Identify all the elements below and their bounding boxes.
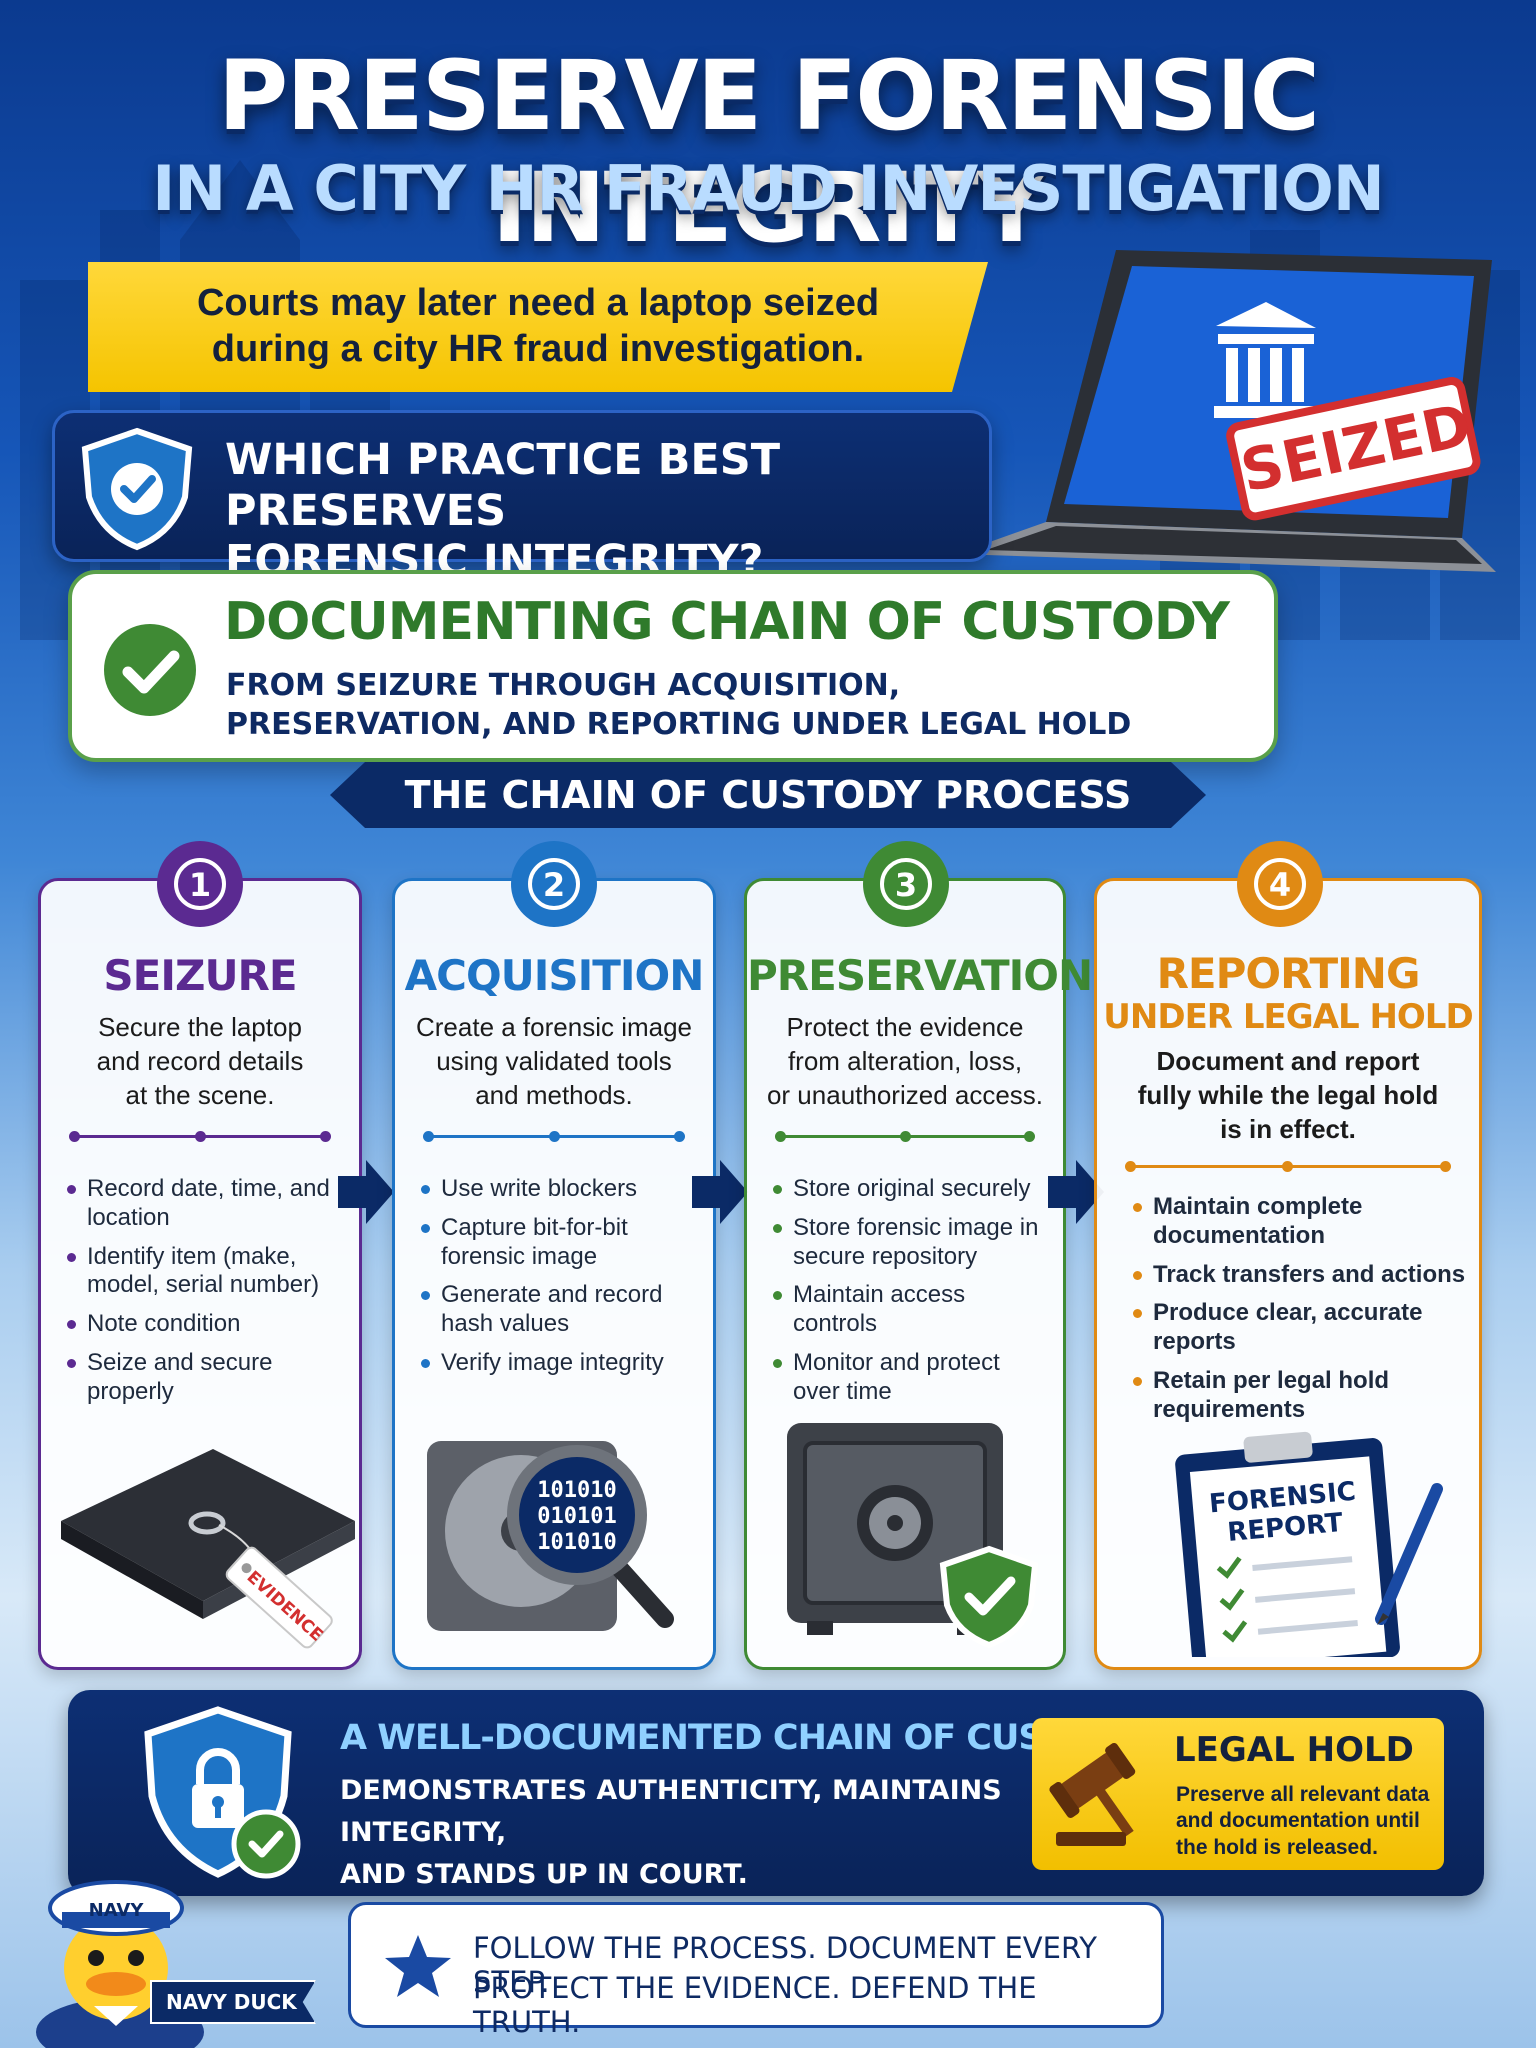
step-number-badge: 4 bbox=[1237, 841, 1323, 927]
footer-callout: FOLLOW THE PROCESS. DOCUMENT EVERY STEP.… bbox=[348, 1902, 1164, 2039]
step-divider bbox=[775, 1131, 1035, 1142]
list-item: Retain per legal hold requirements bbox=[1133, 1367, 1469, 1425]
step-desc-line: is in effect. bbox=[1220, 1113, 1356, 1144]
step-bullet-list: Maintain complete documentation Track tr… bbox=[1133, 1193, 1469, 1435]
step-bullet-list: Store original securely Store forensic i… bbox=[773, 1175, 1053, 1417]
question-line-1: WHICH PRACTICE BEST PRESERVES bbox=[225, 435, 781, 536]
step-number: 1 bbox=[189, 866, 211, 904]
list-item: Track transfers and actions bbox=[1133, 1261, 1469, 1290]
step-bullet-list: Use write blockers Capture bit-for-bit f… bbox=[421, 1175, 703, 1388]
step-title: SEIZURE bbox=[103, 951, 297, 1000]
page-subtitle: IN A CITY HR FRAUD INVESTIGATION bbox=[152, 152, 1385, 225]
footer-line-1: FOLLOW THE PROCESS. DOCUMENT EVERY STEP. bbox=[473, 1931, 1097, 1999]
step-divider bbox=[69, 1131, 331, 1142]
summary-text: DEMONSTRATES AUTHENTICITY, MAINTAINS INT… bbox=[340, 1770, 1080, 1896]
hard-drive-magnifier-icon: 101010 010101 101010 bbox=[427, 1441, 674, 1631]
list-item: Use write blockers bbox=[421, 1175, 703, 1204]
step-card-preservation: PRESERVATION Protect the evidence from a… bbox=[744, 878, 1093, 1670]
legal-hold-box: LEGAL HOLD Preserve all relevant data an… bbox=[1032, 1718, 1444, 1870]
step-description: Document and report fully while the lega… bbox=[1111, 1045, 1465, 1146]
list-item: Produce clear, accurate reports bbox=[1133, 1299, 1469, 1357]
step-description: Create a forensic image using validated … bbox=[409, 1011, 699, 1112]
step-desc-line: Secure the laptop bbox=[98, 1012, 302, 1042]
list-item: Capture bit-for-bit forensic image bbox=[421, 1214, 703, 1272]
mascot-hat-label: NAVY bbox=[89, 1900, 145, 1921]
step-desc-line: Create a forensic image bbox=[415, 1012, 693, 1042]
list-item: Monitor and protect over time bbox=[773, 1349, 1053, 1407]
step-card-seizure: SEIZURE Secure the laptop and record det… bbox=[38, 878, 362, 1670]
step-desc-line: at the scene. bbox=[125, 1079, 275, 1110]
gavel-icon bbox=[1049, 1742, 1136, 1846]
summary-panel: A WELL-DOCUMENTED CHAIN OF CUSTODY DEMON… bbox=[68, 1690, 1484, 1896]
list-item: Verify image integrity bbox=[421, 1349, 703, 1378]
list-item: Maintain complete documentation bbox=[1133, 1193, 1469, 1251]
step-number: 3 bbox=[895, 866, 917, 904]
green-check-icon bbox=[104, 624, 196, 716]
summary-line-1: DEMONSTRATES AUTHENTICITY, MAINTAINS INT… bbox=[340, 1775, 1002, 1848]
step-desc-line: from alteration, loss, bbox=[787, 1045, 1023, 1076]
page-title: PRESERVE FORENSIC INTEGRITY bbox=[217, 40, 1320, 264]
binary-line: 101010 bbox=[537, 1478, 616, 1503]
answer-line-1: FROM SEIZURE THROUGH ACQUISITION, bbox=[226, 668, 901, 703]
arrow-right-icon bbox=[692, 1160, 748, 1224]
question-panel: WHICH PRACTICE BEST PRESERVES FORENSIC I… bbox=[52, 410, 992, 586]
arrow-right-icon bbox=[338, 1160, 394, 1224]
step-number-badge: 1 bbox=[157, 841, 243, 927]
step-title: ACQUISITION bbox=[404, 951, 705, 1000]
list-item: Store forensic image in secure repositor… bbox=[773, 1214, 1053, 1272]
step-desc-line: Document and report bbox=[1156, 1046, 1420, 1076]
step-desc-line: using validated tools bbox=[436, 1045, 672, 1076]
step-desc-line: and record details bbox=[96, 1045, 304, 1076]
step-number: 4 bbox=[1269, 866, 1291, 904]
step-desc-line: Protect the evidence bbox=[786, 1012, 1024, 1042]
summary-line-2: AND STANDS UP IN COURT. bbox=[340, 1858, 748, 1890]
process-heading-ribbon: THE CHAIN OF CUSTODY PROCESS bbox=[330, 762, 1206, 828]
summary-title: A WELL-DOCUMENTED CHAIN OF CUSTODY bbox=[340, 1718, 1145, 1758]
intro-banner: Courts may later need a laptop seized du… bbox=[88, 262, 988, 392]
step-card-reporting: REPORTING UNDER LEGAL HOLD Document and … bbox=[1094, 878, 1482, 1670]
answer-title: DOCUMENTING CHAIN OF CUSTODY bbox=[224, 592, 1230, 652]
legal-hold-title: LEGAL HOLD bbox=[1174, 1730, 1414, 1770]
list-item: Identify item (make, model, serial numbe… bbox=[67, 1243, 349, 1301]
step-desc-line: or unauthorized access. bbox=[766, 1079, 1044, 1110]
step-number-badge: 2 bbox=[511, 841, 597, 927]
step-bullet-list: Record date, time, and location Identify… bbox=[67, 1175, 349, 1417]
list-item: Seize and secure properly bbox=[67, 1349, 349, 1407]
star-icon bbox=[385, 1935, 451, 1997]
step-desc-line: fully while the legal hold bbox=[1137, 1079, 1439, 1110]
mascot-name-tag: NAVY DUCK bbox=[150, 1980, 316, 2024]
seized-laptop-illustration: SEIZED bbox=[956, 250, 1496, 572]
list-item: Record date, time, and location bbox=[67, 1175, 349, 1233]
list-item: Maintain access controls bbox=[773, 1281, 1053, 1339]
question-text: WHICH PRACTICE BEST PRESERVES FORENSIC I… bbox=[225, 435, 965, 587]
step-description: Secure the laptop and record details at … bbox=[55, 1011, 345, 1112]
step-number-badge: 3 bbox=[863, 841, 949, 927]
answer-subtitle: FROM SEIZURE THROUGH ACQUISITION, PRESER… bbox=[226, 666, 1266, 744]
shield-check-icon bbox=[81, 427, 193, 551]
arrow-right-icon bbox=[1048, 1160, 1104, 1224]
step-title-secondary: UNDER LEGAL HOLD bbox=[1103, 997, 1473, 1037]
legal-hold-text: Preserve all relevant data and documenta… bbox=[1176, 1783, 1430, 1859]
step-title: PRESERVATION bbox=[747, 951, 1093, 1000]
list-item: Store original securely bbox=[773, 1175, 1053, 1204]
forensic-report-clipboard-icon: FORENSIC REPORT bbox=[1175, 1431, 1443, 1657]
binary-line: 010101 bbox=[537, 1504, 616, 1529]
answer-line-2: PRESERVATION, AND REPORTING UNDER LEGAL … bbox=[226, 707, 1132, 742]
step-divider bbox=[423, 1131, 685, 1142]
step-number: 2 bbox=[543, 866, 565, 904]
step-divider bbox=[1125, 1161, 1451, 1172]
lock-shield-icon bbox=[144, 1706, 301, 1879]
step-title: REPORTING bbox=[1156, 949, 1421, 998]
list-item: Note condition bbox=[67, 1310, 349, 1339]
safe-with-shield-icon bbox=[787, 1423, 1039, 1649]
answer-panel: DOCUMENTING CHAIN OF CUSTODY FROM SEIZUR… bbox=[68, 570, 1278, 762]
evidence-laptop-icon: EVIDENCE bbox=[61, 1449, 355, 1649]
step-description: Protect the evidence from alteration, lo… bbox=[761, 1011, 1049, 1112]
step-card-acquisition: ACQUISITION Create a forensic image usin… bbox=[392, 878, 716, 1670]
footer-line-2: PROTECT THE EVIDENCE. DEFEND THE TRUTH. bbox=[473, 1971, 1037, 2039]
list-item: Generate and record hash values bbox=[421, 1281, 703, 1339]
step-desc-line: and methods. bbox=[475, 1079, 633, 1110]
binary-line: 101010 bbox=[537, 1530, 616, 1555]
